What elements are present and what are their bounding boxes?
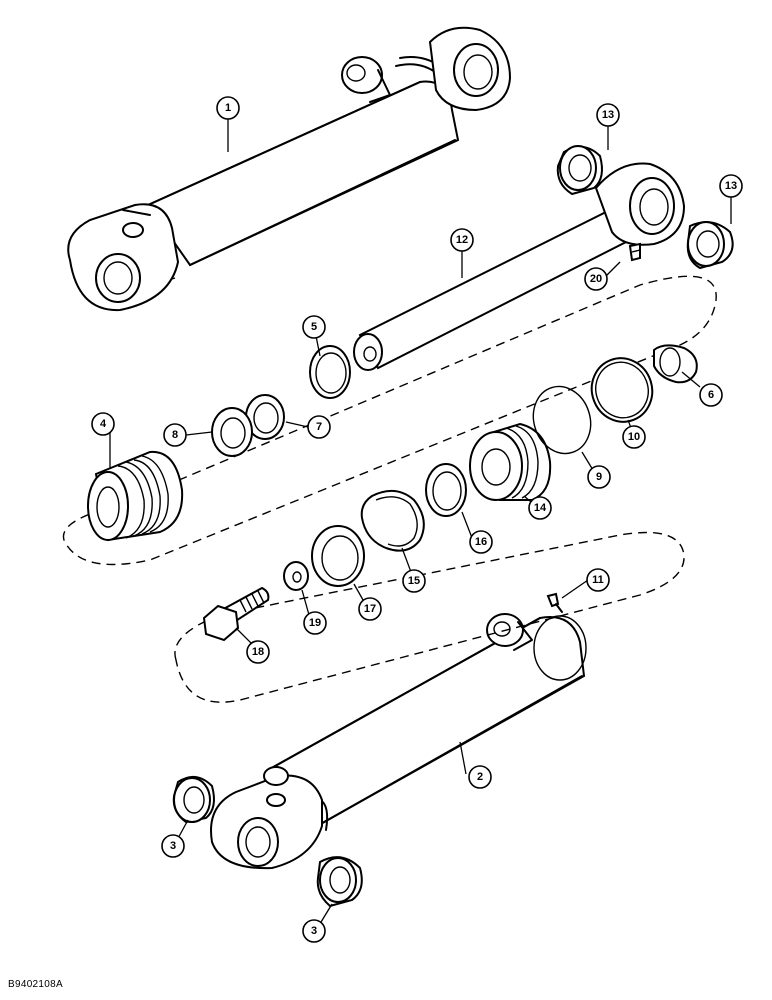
bearing-3b xyxy=(316,856,363,908)
svg-text:12: 12 xyxy=(456,234,468,246)
bearing-13b xyxy=(686,221,734,270)
callout-3b: 3 xyxy=(302,919,326,943)
svg-text:6: 6 xyxy=(708,389,714,401)
callout-9: 9 xyxy=(587,465,611,489)
callout-11: 11 xyxy=(586,568,610,592)
svg-text:15: 15 xyxy=(408,575,420,587)
callout-18: 18 xyxy=(246,640,270,664)
callout-15: 15 xyxy=(402,569,426,593)
svg-text:9: 9 xyxy=(596,471,602,483)
seal-16 xyxy=(425,463,467,517)
callout-13b: 13 xyxy=(719,174,743,198)
callout-7: 7 xyxy=(307,415,331,439)
svg-text:16: 16 xyxy=(475,536,487,548)
svg-text:20: 20 xyxy=(590,273,602,285)
svg-text:3: 3 xyxy=(170,840,176,852)
piston xyxy=(469,422,552,501)
wear-ring-5 xyxy=(309,345,351,399)
callout-10: 10 xyxy=(622,425,646,449)
callout-13a: 13 xyxy=(596,103,620,127)
callout-16: 16 xyxy=(469,530,493,554)
washer-19 xyxy=(283,561,309,591)
svg-text:13: 13 xyxy=(602,109,614,121)
svg-text:5: 5 xyxy=(311,321,317,333)
svg-text:1: 1 xyxy=(225,102,231,114)
svg-text:17: 17 xyxy=(364,603,376,615)
svg-text:19: 19 xyxy=(309,617,321,629)
svg-text:3: 3 xyxy=(311,925,317,937)
svg-text:14: 14 xyxy=(534,502,547,514)
bearing-3a xyxy=(172,775,215,824)
piston-rod xyxy=(353,162,686,371)
callout-12: 12 xyxy=(450,228,474,252)
bolt-18 xyxy=(202,586,270,642)
svg-text:8: 8 xyxy=(172,429,178,441)
svg-text:2: 2 xyxy=(477,771,483,783)
callout-8: 8 xyxy=(163,423,187,447)
wiper-seal-8 xyxy=(211,407,253,457)
callout-17: 17 xyxy=(358,597,382,621)
bearing-13a xyxy=(556,145,603,196)
svg-text:18: 18 xyxy=(252,646,264,658)
callout-3a: 3 xyxy=(161,834,185,858)
callout-4: 4 xyxy=(91,412,115,436)
svg-text:10: 10 xyxy=(628,431,640,443)
gland xyxy=(87,450,184,542)
svg-text:4: 4 xyxy=(100,418,107,430)
callout-14: 14 xyxy=(528,496,552,520)
svg-text:11: 11 xyxy=(592,574,604,586)
cylinder-barrel-lower xyxy=(210,613,587,870)
backup-ring-10 xyxy=(590,357,654,423)
drawing-code: B9402108A xyxy=(8,979,63,990)
svg-text:13: 13 xyxy=(725,180,737,192)
wear-ring-15 xyxy=(360,489,425,552)
callout-20: 20 xyxy=(584,267,608,291)
o-ring-9 xyxy=(532,385,592,455)
svg-text:7: 7 xyxy=(316,421,322,433)
callout-2: 2 xyxy=(468,765,492,789)
cylinder-barrel-upper xyxy=(67,26,512,312)
bushing-6 xyxy=(653,344,698,384)
grease-fitting-11 xyxy=(546,592,563,613)
grease-fitting-20 xyxy=(628,242,641,262)
callout-6: 6 xyxy=(699,383,723,407)
callout-5: 5 xyxy=(302,315,326,339)
callout-1: 1 xyxy=(216,96,240,120)
wear-ring-17 xyxy=(311,525,365,587)
seal-kit-boundary-lower xyxy=(174,531,685,703)
callout-19: 19 xyxy=(303,611,327,635)
